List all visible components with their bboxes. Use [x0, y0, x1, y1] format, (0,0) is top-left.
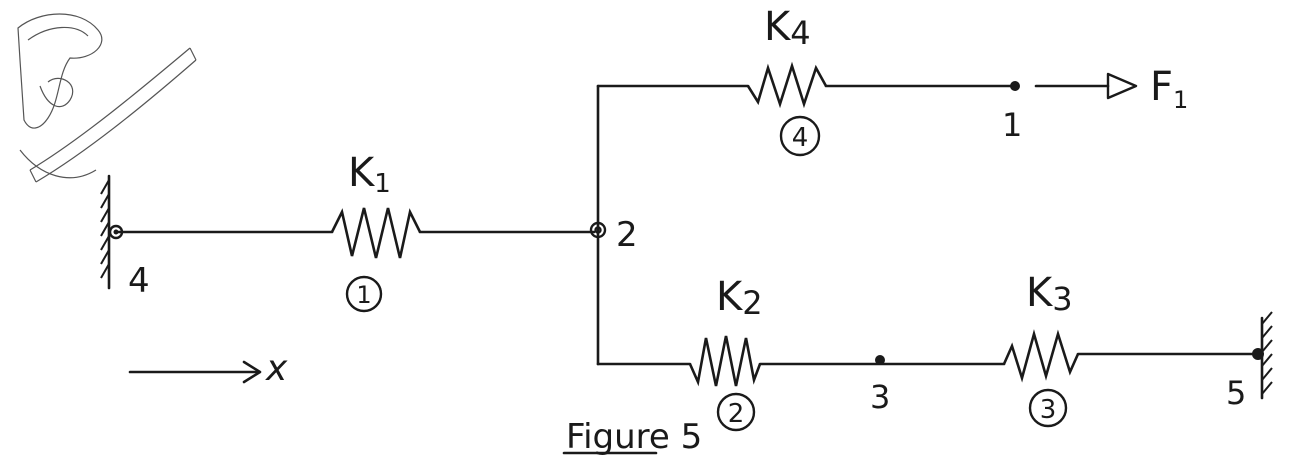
node-1-marker [1010, 81, 1020, 91]
element-2-circle [716, 392, 756, 432]
element-1-circle [345, 275, 383, 313]
element-1-number: 1 [356, 281, 371, 309]
spring-k2 [688, 335, 762, 387]
spring-k3 [1002, 329, 1080, 383]
node-3-marker [875, 355, 885, 365]
node-5-marker [1252, 348, 1264, 360]
x-axis-label: x [265, 348, 288, 389]
element-2-number: 2 [728, 399, 745, 429]
force-label: F1 [1150, 64, 1188, 114]
force-arrow-icon [1034, 72, 1138, 100]
node-5-label: 5 [1226, 374, 1246, 412]
x-axis-arrow-icon [128, 360, 262, 384]
node-3-label: 3 [870, 378, 890, 416]
spring-k3-label: K3 [1026, 270, 1073, 318]
element-3-circle [1028, 388, 1068, 428]
node-2-marker [589, 221, 607, 239]
left-wall-support [100, 174, 111, 290]
spring-k2-label: K2 [716, 274, 763, 322]
spring-k4 [746, 61, 828, 109]
element-4-number: 4 [792, 123, 809, 153]
spring-k4-label: K4 [764, 4, 811, 52]
element-3-number: 3 [1040, 395, 1057, 425]
node-2-label: 2 [616, 215, 638, 255]
node-4-marker [108, 224, 124, 240]
spring-k1 [330, 207, 422, 259]
connecting-wires [114, 84, 1258, 366]
node-4-label: 4 [128, 261, 150, 301]
node-4-dot [113, 229, 119, 235]
node-2-inner [594, 226, 602, 234]
element-4-circle [779, 115, 821, 157]
figure-caption: Figure 5 [566, 417, 702, 456]
node-1-label: 1 [1002, 106, 1022, 144]
spring-k1-label: K1 [348, 150, 391, 199]
sketch-stamp-icon [17, 13, 197, 183]
